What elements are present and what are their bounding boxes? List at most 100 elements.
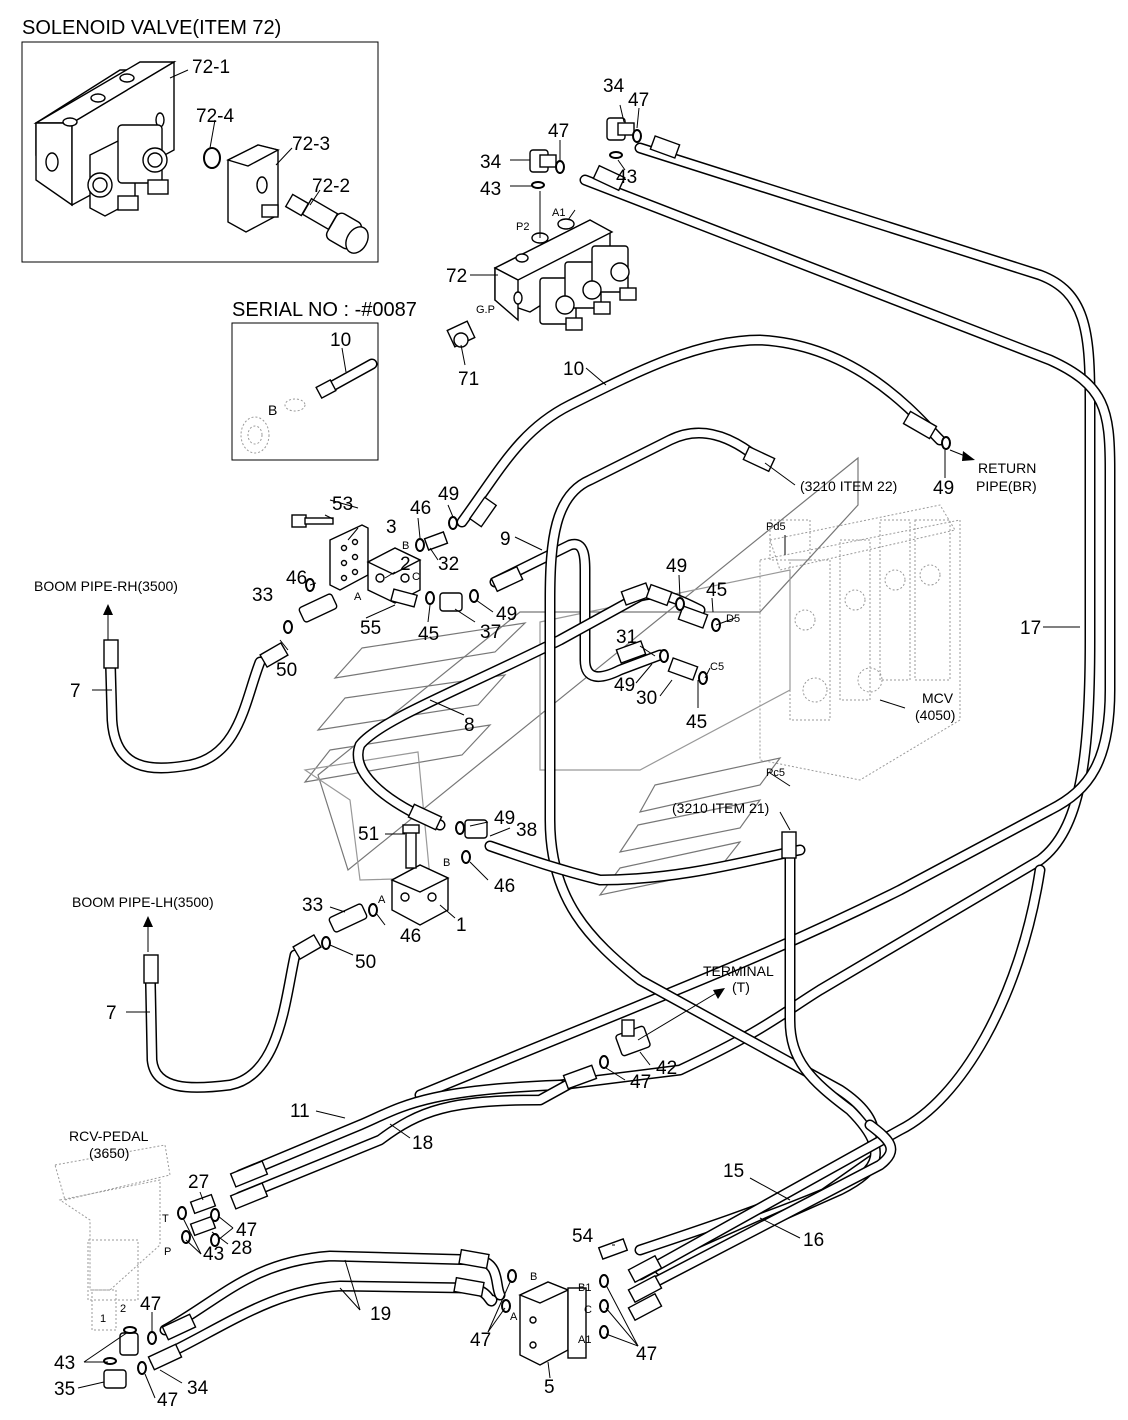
callout-28: 28 [231,1238,252,1259]
callout-47: 47 [548,121,569,142]
callout-37: 37 [480,622,501,643]
block-5 [518,1238,629,1366]
port-p2: P2 [516,221,529,233]
port-a-blk2: A [354,591,362,603]
callout-31: 31 [616,627,637,648]
callout-3: 3 [386,517,397,538]
hose-7-rh [104,642,266,774]
callout-8: 8 [464,715,475,736]
callout-46: 46 [286,568,307,589]
port-gp: G.P [476,304,495,316]
callout-34: 34 [187,1378,209,1399]
hose-10 [414,174,1116,1101]
callout-46: 46 [400,926,421,947]
port-a1-blk5: A1 [578,1334,591,1346]
callout-33: 33 [252,585,273,606]
pressure-switch-71 [446,320,476,348]
callout-43: 43 [616,167,637,188]
bolt-53 [291,514,334,528]
callout-47: 47 [157,1390,178,1411]
hose-19 [149,1250,506,1366]
callout-50: 50 [276,660,297,681]
ref-mcv-1: MCV [922,690,954,706]
rcv-pedal-ghost [54,1144,171,1331]
ghost-fitting [240,398,306,454]
callout-1: 1 [456,915,467,936]
ref-rcv-1: RCV-PEDAL [69,1128,149,1144]
callout-51: 51 [358,824,379,845]
callout-71: 71 [458,369,479,390]
hose-18 [234,1072,586,1203]
callout-50: 50 [355,952,376,973]
o-rings [103,129,951,1375]
callout-43: 43 [480,179,501,200]
port-a-blk1: A [378,894,386,906]
solenoid-valve-inset: SOLENOID VALVE(ITEM 72) [21,17,379,263]
port-c-blk2: C [412,571,420,583]
ref-mcv-2: (4050) [915,707,955,723]
callout-9: 9 [500,529,511,550]
block-72-3 [226,144,280,233]
callout-35: 35 [54,1379,75,1400]
elbow-34-35-lower [103,1332,139,1389]
port-b-blk2: B [402,540,409,552]
port-a1-top: A1 [552,207,565,219]
hose-11 [234,1079,566,1181]
cartridge-72-2 [284,193,369,254]
hose-7-lh [144,949,301,1093]
block-2 [366,547,422,604]
callout-72-4: 72-4 [196,106,234,127]
callout-47: 47 [630,1072,651,1093]
callout-17: 17 [1020,618,1041,639]
solenoid-coils [87,124,169,217]
callout-47: 47 [636,1344,657,1365]
port-d5: D5 [726,613,740,625]
ref-item21: (3210 ITEM 21) [672,800,769,816]
callout-27: 27 [188,1172,209,1193]
hose-8 [352,588,706,831]
callout-30: 30 [636,688,657,709]
callout-49: 49 [438,484,459,505]
hose-22-loop [544,427,880,1256]
callout-38: 38 [516,820,537,841]
ref-boom-lh: BOOM PIPE-LH(3500) [72,894,214,910]
callouts: 34 47 47 34 43 43 72 71 10 49 53 3 46 32… [54,76,1041,1411]
oring-72-4 [203,147,221,169]
callout-47: 47 [470,1330,491,1351]
port-one: 1 [100,1313,106,1325]
callout-5: 5 [544,1377,555,1398]
port-p-rcv: P [164,1246,171,1258]
port-c-blk5: C [584,1304,592,1316]
leader-lines [77,104,1080,1399]
callout-43: 43 [54,1353,75,1374]
callout-34: 34 [603,76,625,97]
callout-49: 49 [666,556,687,577]
callout-34: 34 [480,152,502,173]
port-c5: C5 [710,661,724,673]
port-pd5: Pd5 [766,521,786,533]
callout-45: 45 [418,624,439,645]
callout-46: 46 [494,876,515,897]
hose-15-16 [634,864,1046,1296]
callout-46: 46 [410,498,431,519]
hose-9 [489,538,666,682]
block-3-plate [329,524,369,591]
serial-inset-frame [231,322,379,461]
callout-16: 16 [803,1230,824,1251]
callout-19: 19 [370,1304,391,1325]
callout-7: 7 [70,681,81,702]
callout-18: 18 [412,1133,433,1154]
callout-49: 49 [614,675,635,696]
callout-72-1: 72-1 [192,57,230,78]
tee-42 [615,1019,651,1057]
ref-return-pipe-2: PIPE(BR) [976,478,1037,494]
solenoid-inset-frame [21,41,379,263]
callout-49: 49 [496,604,517,625]
ref-rcv-2: (3650) [89,1145,129,1161]
ref-item22: (3210 ITEM 22) [800,478,897,494]
port-b-blk5: B [530,1271,537,1283]
hose-17 [554,142,1096,1091]
callout-33: 33 [302,895,323,916]
hose-fittings [103,135,938,1371]
